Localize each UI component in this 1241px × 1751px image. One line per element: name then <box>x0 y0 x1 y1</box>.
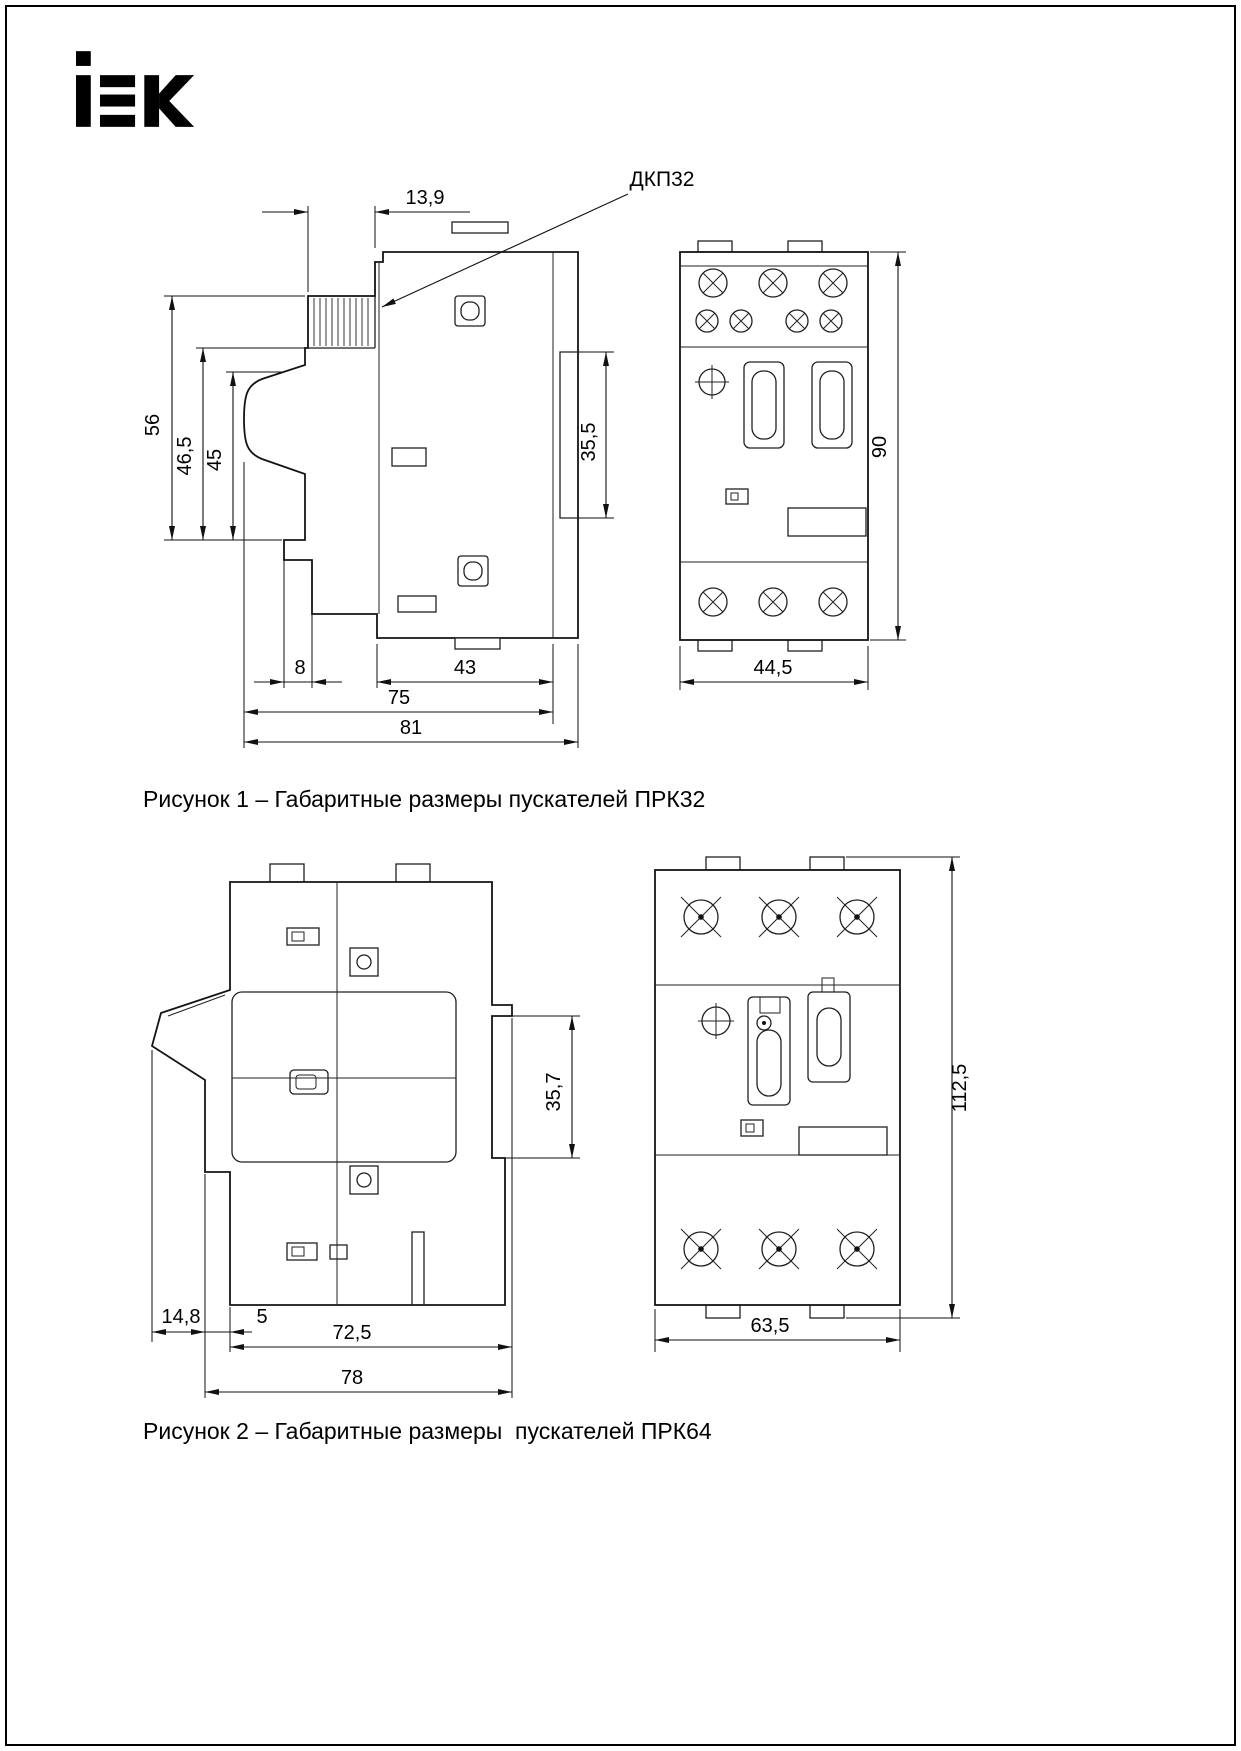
fig2-side-body-outline <box>150 881 513 1306</box>
callout-leader <box>381 193 629 308</box>
fig2-slot-a <box>286 927 320 946</box>
figure1-caption: Рисунок 1 – Габаритные размеры пускателе… <box>143 786 706 812</box>
fig2-slot-a-inner <box>291 931 305 942</box>
fig1-screws-bottom <box>698 587 848 617</box>
dim-35-7: 35,7 <box>543 1073 565 1112</box>
dim-13-9: 13,9 <box>406 187 445 209</box>
fig2-front-tab <box>705 856 741 871</box>
dim-72-5: 72,5 <box>333 1322 372 1344</box>
dim-8: 8 <box>294 657 305 679</box>
fig2-small-circle-dot <box>762 1021 766 1025</box>
fig1-front-tab <box>697 240 733 253</box>
fig2-center-lines <box>232 882 456 1305</box>
fig2-screw-bosses <box>349 947 379 1195</box>
fig2-small-circle <box>756 1015 772 1031</box>
fig2-side-view <box>150 863 513 1306</box>
fig2-side-tab <box>395 863 431 883</box>
fig2-indicator-inner <box>745 1123 755 1133</box>
dim-63-5: 63,5 <box>751 1315 790 1337</box>
dim-78: 78 <box>341 1367 363 1389</box>
fig2-buttons <box>747 977 851 1106</box>
dim-43: 43 <box>454 657 476 679</box>
fig1-buttons <box>743 361 853 449</box>
fig2-slot-b <box>286 1242 318 1261</box>
fig1-module-lines <box>378 252 554 638</box>
fig2-adjust-screw <box>698 1003 734 1039</box>
dim-81: 81 <box>400 717 422 739</box>
fig1-front-view <box>679 240 869 652</box>
dim-75: 75 <box>388 687 410 709</box>
fig2-indicator <box>740 1119 764 1137</box>
fig2-rail-clip <box>411 1231 425 1306</box>
fig1-front-section-lines <box>680 265 868 563</box>
fig1-label-field <box>787 507 867 537</box>
fig1-terminal-bottom <box>457 555 489 587</box>
fig1-side-slot-low <box>397 595 437 613</box>
fig2-front-tab <box>809 1304 845 1319</box>
fig1-front-tab <box>787 240 823 253</box>
fig1-indicator-inner <box>730 492 739 501</box>
fig2-lever-inner <box>167 994 226 1017</box>
dim-35-5: 35,5 <box>578 423 600 462</box>
fig2-screws-bottom <box>680 1228 878 1270</box>
iek-logo-glyphs <box>76 51 195 127</box>
fig1-terminal-bottom-inner <box>463 561 483 581</box>
dim-90: 90 <box>869 436 891 458</box>
fig1-terminal-top <box>454 295 486 327</box>
fig1-dimensions: 13,9 ДКП32 56 46,5 45 35,5 8 43 7 <box>142 168 906 748</box>
iek-logo: IEK <box>76 51 195 127</box>
fig1-screws-top <box>695 268 848 333</box>
dim-112-5: 112,5 <box>949 1064 971 1113</box>
fig2-handle <box>289 1069 329 1095</box>
fig2-slot-c <box>329 1244 348 1260</box>
fig1-front-tab <box>787 639 823 652</box>
fig2-screws-top <box>680 896 878 938</box>
fig1-rib-hatching <box>313 298 369 346</box>
dim-56: 56 <box>142 414 164 436</box>
fig2-dimensions: 35,7 14,8 5 72,5 78 63,5 112,5 <box>151 856 971 1398</box>
fig1-foot <box>454 637 501 650</box>
fig2-front-plate <box>231 991 457 1163</box>
callout-dkp32: ДКП32 <box>630 168 695 191</box>
fig1-adjust-dial <box>695 365 729 399</box>
dim-45: 45 <box>204 449 226 471</box>
fig2-label-field <box>798 1126 888 1156</box>
fig2-front-view <box>654 856 901 1319</box>
figure2-caption: Рисунок 2 – Габаритные размеры пускателе… <box>143 1418 712 1444</box>
fig1-terminal-top-inner <box>460 301 480 321</box>
fig1-front-tab <box>697 639 733 652</box>
fig1-top-clip <box>451 221 509 234</box>
fig1-indicator <box>725 488 749 505</box>
fig2-handle-inner <box>295 1074 317 1090</box>
dim-5: 5 <box>256 1306 267 1328</box>
fig1-din-notch <box>559 351 578 519</box>
fig1-rib-block <box>308 296 376 349</box>
fig1-side-slot <box>391 447 427 467</box>
fig2-front-tab <box>809 856 845 871</box>
fig1-side-view <box>243 221 579 650</box>
fig2-slot-b-inner <box>291 1246 305 1257</box>
fig2-side-tab <box>269 863 305 883</box>
fig1-side-body-outline <box>243 251 579 639</box>
dim-46-5: 46,5 <box>174 437 196 476</box>
dim-44-5: 44,5 <box>754 657 793 679</box>
fig2-front-tab <box>705 1304 741 1319</box>
dim-14-8: 14,8 <box>162 1306 201 1328</box>
